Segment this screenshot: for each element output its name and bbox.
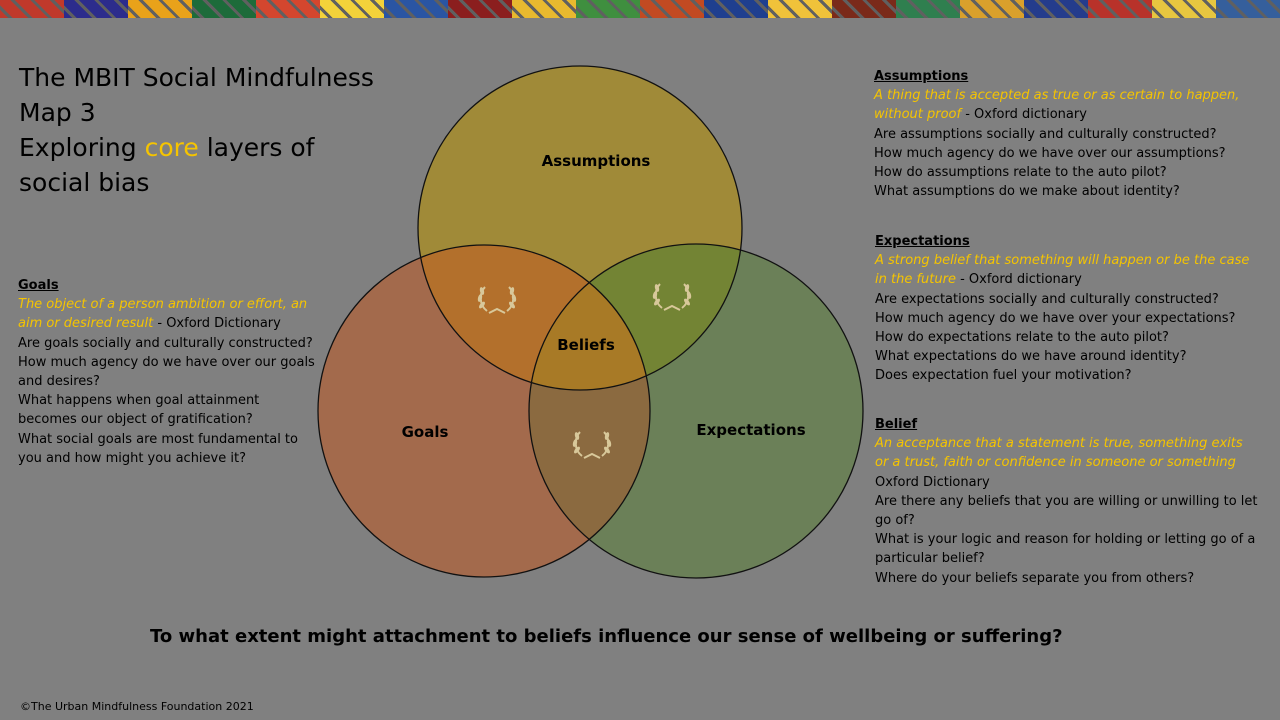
banner-pattern-block [320, 0, 384, 18]
banner-pattern-block [128, 0, 192, 18]
banner-pattern-block [896, 0, 960, 18]
belief-panel: Belief An acceptance that a statement is… [875, 415, 1260, 588]
assumptions-outline [417, 65, 743, 391]
banner-pattern-block [576, 0, 640, 18]
expectations-source: - Oxford dictionary [955, 272, 1082, 288]
expectations-question: How do expectations relate to the auto p… [875, 330, 1169, 346]
assumptions-definition: A thing that is accepted as true or as c… [874, 88, 1240, 123]
banner-pattern-block [384, 0, 448, 18]
goals-question: Are goals socially and culturally constr… [18, 335, 313, 351]
expectations-heading: Expectations [875, 234, 970, 249]
goals-question: What social goals are most fundamental t… [18, 431, 298, 466]
banner-pattern-block [448, 0, 512, 18]
central-question: To what extent might attachment to belie… [150, 626, 1063, 647]
banner-pattern-block [768, 0, 832, 18]
goals-outline [317, 244, 651, 578]
title-highlight: core [144, 133, 199, 162]
assumptions-panel: Assumptions A thing that is accepted as … [874, 67, 1254, 201]
banner-pattern-block [640, 0, 704, 18]
belief-question: What is your logic and reason for holdin… [875, 532, 1256, 567]
expectations-panel: Expectations A strong belief that someth… [875, 232, 1260, 386]
goals-question: What happens when goal attainment become… [18, 393, 260, 428]
belief-question: Are there any beliefs that you are willi… [875, 493, 1258, 529]
title-line-1: The MBIT Social Mindfulness [19, 63, 374, 92]
decorative-banner [0, 0, 1280, 18]
assumptions-question: What assumptions do we make about identi… [874, 184, 1180, 200]
goals-source: - Oxford Dictionary [153, 316, 281, 332]
beliefs-label: Beliefs [557, 336, 615, 354]
banner-pattern-block [1024, 0, 1088, 18]
belief-question: Where do your beliefs separate you from … [875, 570, 1195, 586]
expectations-question: Are expectations socially and culturally… [875, 291, 1219, 307]
belief-heading: Belief [875, 417, 918, 432]
banner-pattern-block [832, 0, 896, 18]
expectations-question: Does expectation fuel your motivation? [875, 368, 1132, 384]
goals-label: Goals [402, 423, 449, 441]
belief-definition: An acceptance that a statement is true, … [875, 436, 1243, 471]
banner-pattern-block [1152, 0, 1216, 18]
banner-pattern-block [192, 0, 256, 18]
assumptions-question: How much agency do we have over our assu… [874, 145, 1226, 161]
assumptions-question: Are assumptions socially and culturally … [874, 126, 1217, 142]
title-line-2: Map 3 [19, 98, 96, 127]
banner-pattern-block [64, 0, 128, 18]
assumptions-source: - Oxford dictionary [961, 107, 1087, 123]
assumptions-question: How do assumptions relate to the auto pi… [874, 165, 1167, 181]
expectations-outline [528, 243, 864, 579]
banner-pattern-block [704, 0, 768, 18]
goals-question: How much agency do we have over our goal… [18, 354, 315, 390]
banner-pattern-block [256, 0, 320, 18]
title-line-4: social bias [19, 168, 150, 197]
goals-heading: Goals [18, 278, 59, 293]
banner-pattern-block [0, 0, 64, 18]
copyright-notice: ©The Urban Mindfulness Foundation 2021 [20, 700, 254, 713]
expectations-question: How much agency do we have over your exp… [875, 310, 1236, 326]
banner-pattern-block [512, 0, 576, 18]
goals-definition: The object of a person ambition or effor… [18, 297, 308, 332]
banner-pattern-block [1216, 0, 1280, 18]
beliefs-center-overlap [529, 245, 650, 390]
banner-pattern-block [1088, 0, 1152, 18]
belief-source: Oxford Dictionary [875, 474, 990, 490]
expectations-question: What expectations do we have around iden… [875, 349, 1187, 365]
goals-panel: Goals The object of a person ambition or… [18, 276, 318, 468]
expectations-label: Expectations [696, 421, 805, 439]
assumptions-heading: Assumptions [874, 69, 969, 84]
expectations-definition: A strong belief that something will happ… [875, 253, 1250, 288]
page-title: The MBIT Social Mindfulness Map 3 Explor… [19, 60, 419, 200]
banner-pattern-block [960, 0, 1024, 18]
assumptions-label: Assumptions [542, 152, 651, 170]
title-line-3: Exploring core layers of [19, 133, 315, 162]
